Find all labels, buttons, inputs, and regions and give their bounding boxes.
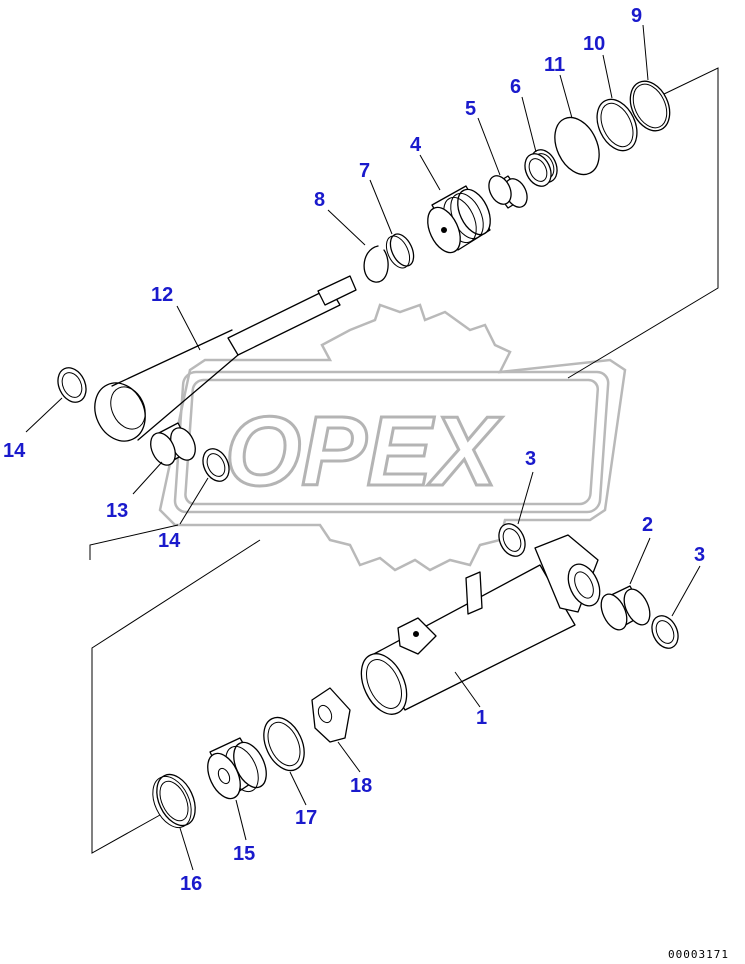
callout-4: 4 bbox=[410, 134, 422, 156]
part-13-bushing bbox=[150, 422, 196, 466]
callout-3-right: 3 bbox=[694, 544, 705, 566]
part-3-bushing-a bbox=[498, 523, 526, 557]
part-14-upper-bushing bbox=[57, 367, 87, 403]
part-10-ring bbox=[596, 98, 638, 152]
callout-18: 18 bbox=[350, 775, 372, 797]
part-3-bushing-b bbox=[651, 615, 679, 649]
part-16-seal bbox=[152, 773, 196, 829]
callout-2: 2 bbox=[642, 514, 653, 536]
part-1-cylinder-barrel bbox=[360, 534, 601, 715]
part-17-ring bbox=[263, 716, 305, 772]
part-11-ring bbox=[554, 116, 600, 176]
callout-12: 12 bbox=[151, 284, 173, 306]
callout-6: 6 bbox=[510, 76, 521, 98]
part-2-bushing bbox=[600, 585, 651, 631]
callout-8: 8 bbox=[314, 189, 325, 211]
callout-14-lower: 14 bbox=[158, 530, 181, 552]
callout-leaders bbox=[25, 24, 701, 871]
callout-5: 5 bbox=[465, 98, 476, 120]
part-7-ring bbox=[385, 233, 415, 269]
callout-13: 13 bbox=[106, 500, 128, 522]
callout-7: 7 bbox=[359, 160, 370, 182]
assembly-boundary-lines bbox=[89, 67, 719, 854]
part-8-snap-ring bbox=[363, 245, 389, 283]
callout-16: 16 bbox=[180, 873, 202, 895]
callout-10: 10 bbox=[583, 33, 605, 55]
callout-3-upper: 3 bbox=[525, 448, 536, 470]
part-18-nut bbox=[311, 687, 351, 743]
document-number: 00003171 bbox=[668, 948, 729, 961]
watermark-gear-logo: OPEX bbox=[158, 303, 627, 572]
part-14-lower-bushing bbox=[202, 448, 230, 482]
part-5-collar bbox=[488, 175, 528, 209]
part-9-ring bbox=[629, 80, 671, 132]
callout-1: 1 bbox=[476, 707, 487, 729]
part-12-rod bbox=[94, 275, 357, 442]
part-15-piston-head bbox=[207, 737, 267, 800]
callout-9: 9 bbox=[631, 5, 642, 27]
part-6-bushing bbox=[524, 149, 558, 187]
callout-17: 17 bbox=[295, 807, 317, 829]
callout-11: 11 bbox=[544, 54, 565, 76]
callout-15: 15 bbox=[233, 843, 255, 865]
callout-14-upper: 14 bbox=[3, 440, 26, 462]
callout-labels: 9 10 11 6 5 4 7 8 12 14 13 14 3 2 3 1 18… bbox=[3, 5, 705, 895]
part-4-piston bbox=[427, 185, 491, 254]
watermark-text: OPEX bbox=[225, 396, 503, 506]
